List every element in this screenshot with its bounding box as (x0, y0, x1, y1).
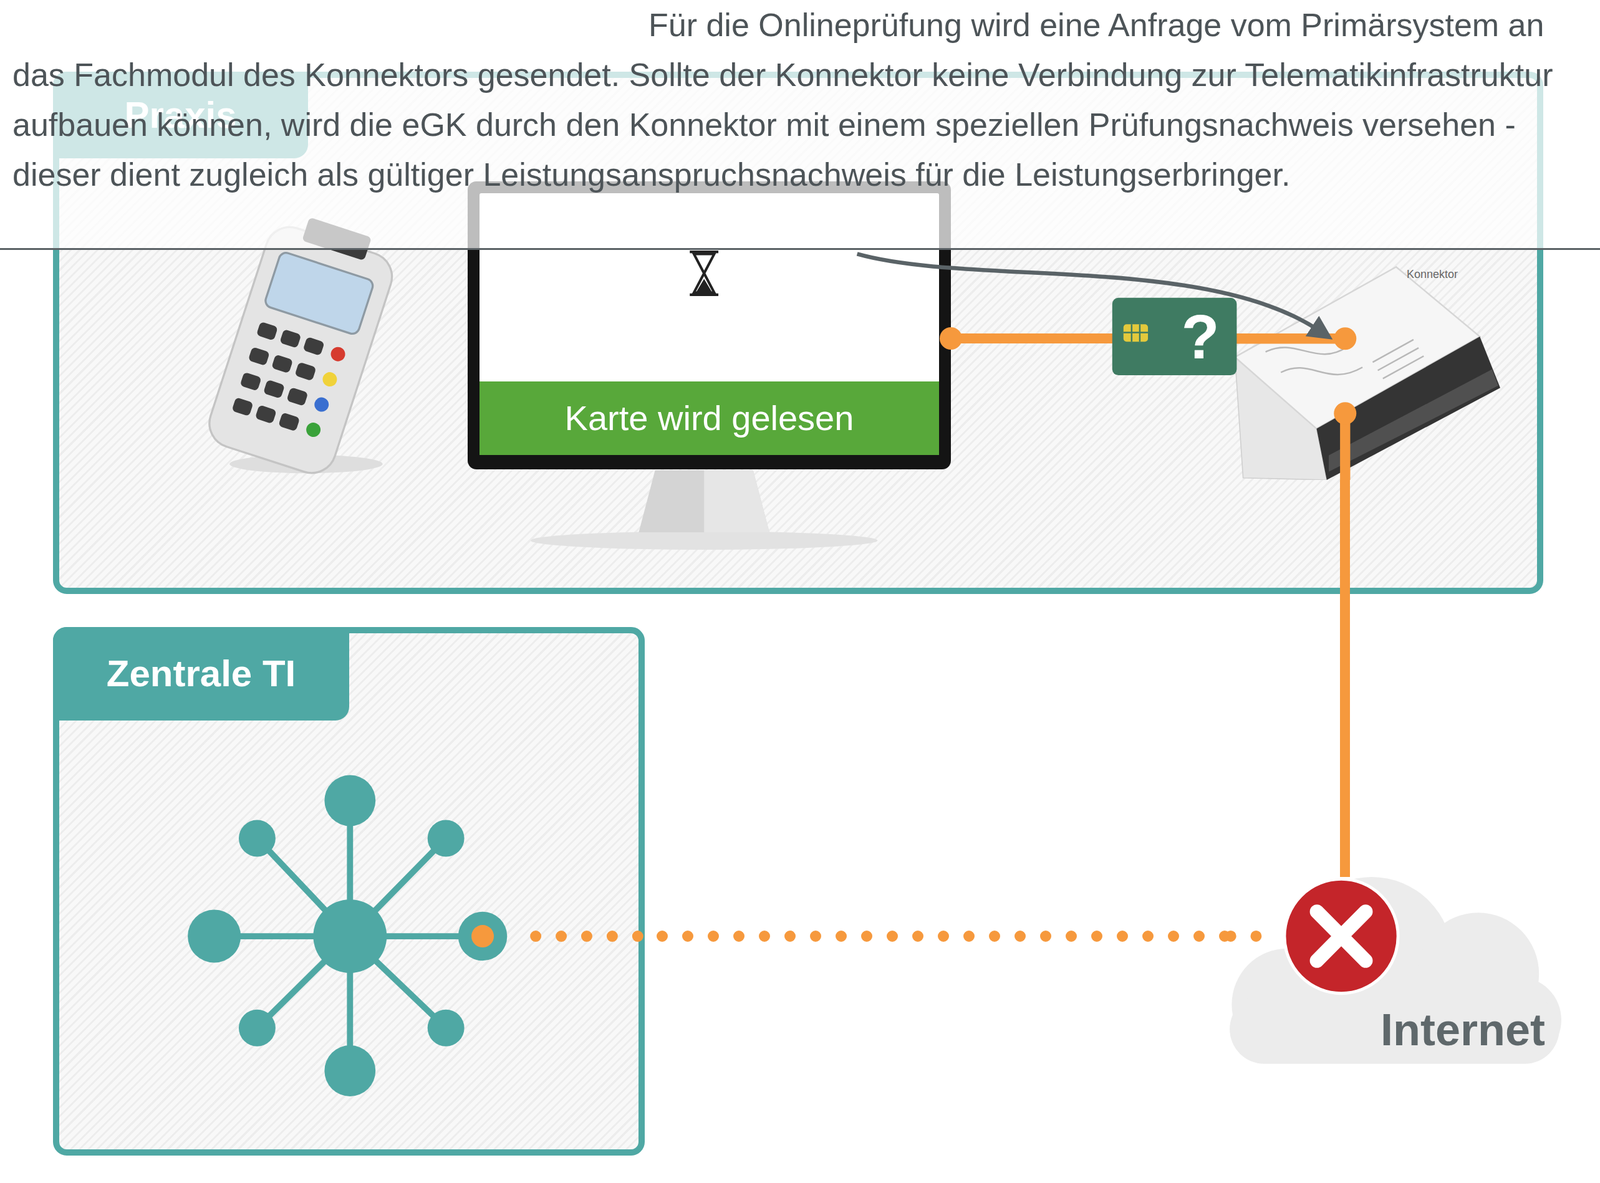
dotted-connector (644, 936, 1225, 938)
cloud-shape (1229, 877, 1562, 1065)
callout-text: Für die Onlineprüfung wird eine Anfrage … (12, 0, 1572, 200)
region-tab: Zentrale TI (53, 627, 350, 721)
ti-network-icon (187, 775, 638, 1097)
card-symbol-holder: ? (1166, 298, 1235, 376)
device-side (1316, 336, 1501, 481)
region-title: Zentrale TI (106, 653, 296, 695)
port-wire (1219, 333, 1345, 344)
port-dot (1333, 402, 1357, 425)
konnektor-device: Konnektor (1219, 265, 1501, 481)
status-bar: Karte wird gelesen (479, 381, 940, 456)
card-question-mark: ? (1180, 305, 1220, 368)
leader-arrow (857, 253, 1318, 330)
connector-line (1339, 480, 1350, 878)
hourglass-icon (689, 251, 719, 295)
device-slot (1328, 369, 1499, 473)
status-text: Karte wird gelesen (564, 399, 855, 438)
callout-panel: Für die Onlineprüfung wird eine Anfrage … (0, 0, 1600, 251)
connector-line (644, 930, 1225, 943)
device-label: Konnektor (1406, 268, 1458, 282)
egk-card-icon (1112, 298, 1238, 376)
dotted-link (1230, 930, 1276, 943)
port-dot (471, 925, 494, 948)
connector-dot (939, 327, 963, 350)
wire-connector (1344, 480, 1346, 878)
port-dot (1333, 327, 1357, 350)
error-badge (1284, 879, 1398, 994)
konnektor-drawing (1219, 265, 1501, 481)
internet-cloud: Internet (1224, 877, 1562, 1067)
cloud-label: Internet (1380, 1007, 1546, 1053)
cloud-label-holder: Internet (1380, 1007, 1546, 1053)
dotted-link (510, 930, 638, 943)
monitor-stand (530, 470, 878, 550)
cloud-part (1229, 994, 1560, 1064)
device-label-holder: Konnektor (1406, 268, 1458, 282)
error-cross (1316, 912, 1366, 962)
